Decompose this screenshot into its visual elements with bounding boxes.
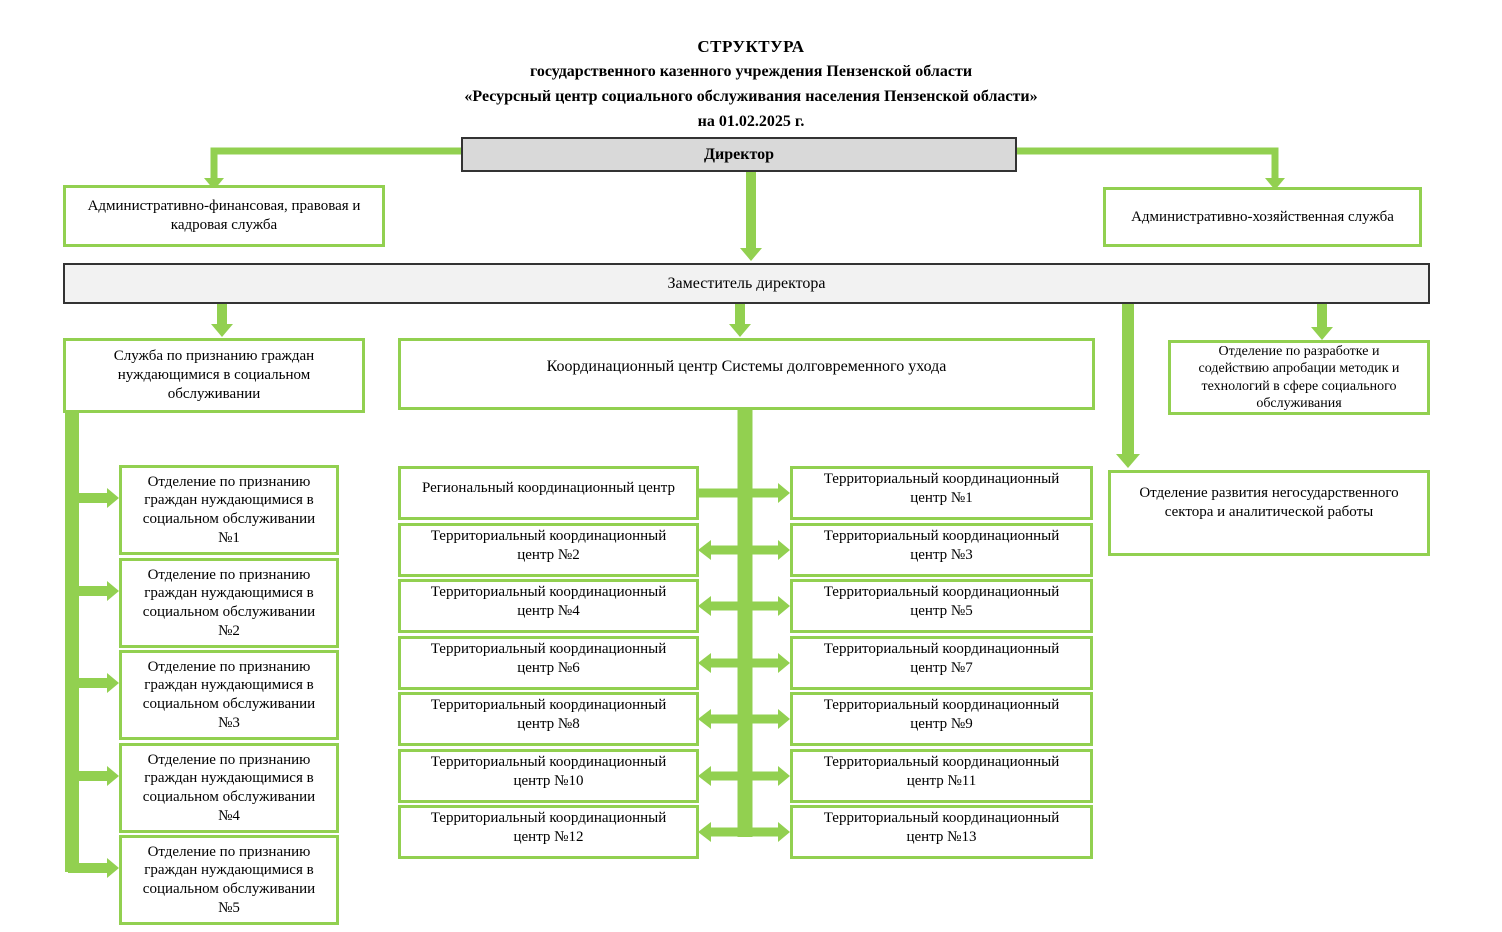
title-line-1: СТРУКТУРА [697, 37, 805, 56]
node-recognition-department-2: Отделение по признанию граждан нуждающим… [119, 558, 339, 648]
title-line-3: «Ресурсный центр социального обслуживани… [464, 88, 1038, 105]
node-recognition-department-5: Отделение по признанию граждан нуждающим… [119, 835, 339, 925]
node-territorial-center-11: Территориальный координационный центр №1… [790, 749, 1093, 803]
node-recognition-department-3: Отделение по признанию граждан нуждающим… [119, 650, 339, 740]
arrow-deputy-to-recognition-service [211, 302, 233, 337]
arrow-director-to-admin-finance [204, 147, 463, 190]
node-territorial-center-12: Территориальный координационный центр №1… [398, 805, 699, 859]
arrow-director-to-deputy [740, 170, 762, 261]
node-recognition-department-4: Отделение по признанию граждан нуждающим… [119, 743, 339, 833]
trunk-recognition-departments [65, 411, 119, 878]
node-territorial-center-6: Территориальный координационный центр №6 [398, 636, 699, 690]
arrow-deputy-to-coordination-center [729, 302, 751, 337]
page-title: СТРУКТУРА государственного казенного учр… [0, 34, 1502, 134]
node-territorial-center-3: Территориальный координационный центр №3 [790, 523, 1093, 577]
trunk-coordination-centers [698, 408, 790, 842]
node-nonstate-department: Отделение развития негосударственного се… [1108, 470, 1430, 556]
node-admin-household: Административно-хозяйственная служба [1103, 187, 1422, 247]
node-director: Директор [461, 137, 1017, 172]
node-methods-department: Отделение по разработке и содействию апр… [1168, 340, 1430, 415]
node-admin-finance: Административно-финансовая, правовая и к… [63, 185, 385, 247]
arrow-deputy-to-nonstate-department [1116, 302, 1140, 468]
node-deputy-director: Заместитель директора [63, 263, 1430, 304]
node-territorial-center-1: Территориальный координационный центр №1 [790, 466, 1093, 520]
node-territorial-center-4: Территориальный координационный центр №4 [398, 579, 699, 633]
node-regional-coordination-center: Региональный координационный центр [398, 466, 699, 520]
title-line-4: на 01.02.2025 г. [697, 113, 805, 130]
arrow-deputy-to-methods-department [1311, 302, 1333, 340]
node-recognition-service: Служба по признанию граждан нуждающимися… [63, 338, 365, 413]
title-line-2: государственного казенного учреждения Пе… [529, 63, 973, 80]
node-territorial-center-8: Территориальный координационный центр №8 [398, 692, 699, 746]
arrow-director-to-admin-household [1017, 147, 1285, 190]
node-territorial-center-9: Территориальный координационный центр №9 [790, 692, 1093, 746]
node-coordination-center: Координационный центр Системы долговреме… [398, 338, 1095, 410]
node-territorial-center-5: Территориальный координационный центр №5 [790, 579, 1093, 633]
node-territorial-center-7: Территориальный координационный центр №7 [790, 636, 1093, 690]
node-territorial-center-10: Территориальный координационный центр №1… [398, 749, 699, 803]
node-recognition-department-1: Отделение по признанию граждан нуждающим… [119, 465, 339, 555]
node-territorial-center-13: Территориальный координационный центр №1… [790, 805, 1093, 859]
node-territorial-center-2: Территориальный координационный центр №2 [398, 523, 699, 577]
